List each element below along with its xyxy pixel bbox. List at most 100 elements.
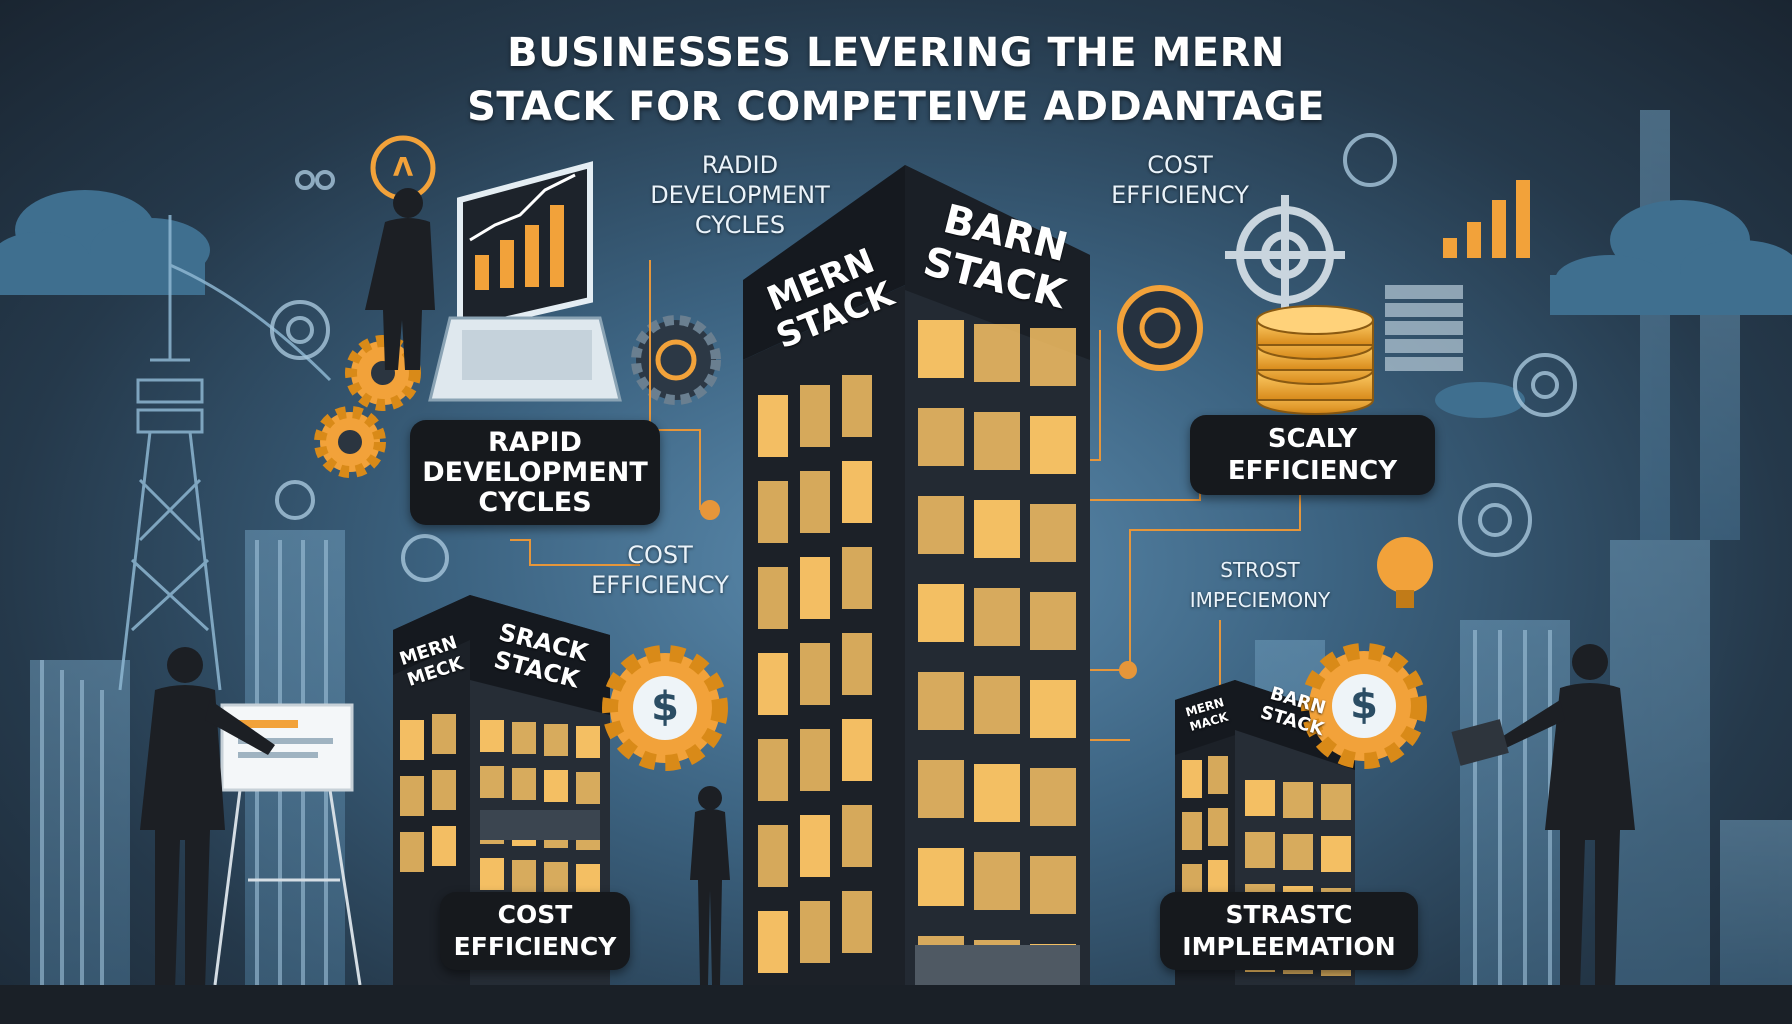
window-light — [1283, 782, 1313, 818]
businessman-left — [140, 647, 275, 990]
cloud-right — [1435, 200, 1792, 418]
window-light — [1030, 680, 1076, 738]
window-light — [1030, 856, 1076, 914]
window-light — [432, 770, 456, 810]
businessman-center — [690, 786, 730, 985]
window-light — [1245, 832, 1275, 868]
orange-coin-badge-icon — [1117, 285, 1203, 371]
window-light — [1030, 504, 1076, 562]
window-light — [1030, 592, 1076, 650]
window-light — [758, 911, 788, 973]
window-light — [576, 864, 600, 896]
window-light — [400, 832, 424, 872]
window-light — [512, 860, 536, 892]
bar-chart-icon-right — [1443, 180, 1530, 258]
label-strost-impeciemony: STROST IMPECIEMONY — [1189, 558, 1331, 612]
window-light — [974, 500, 1020, 558]
dollar-gear-icon-right — [1301, 643, 1427, 769]
window-light — [1030, 768, 1076, 826]
window-light — [400, 720, 424, 760]
window-light — [800, 729, 830, 791]
dollar-sign-right: $ — [1350, 682, 1378, 728]
window-light — [974, 852, 1020, 910]
window-light — [758, 739, 788, 801]
window-light — [576, 772, 600, 804]
pill-cost-efficiency: COST EFFICIENCY — [440, 892, 630, 970]
cloud-left — [0, 190, 210, 295]
window-light — [758, 395, 788, 457]
window-light — [480, 858, 504, 890]
window-light — [1182, 812, 1202, 850]
window-light — [918, 496, 964, 554]
businessman-top-left — [365, 188, 435, 370]
window-light — [842, 719, 872, 781]
window-light — [480, 766, 504, 798]
ground — [0, 985, 1792, 1024]
window-light — [918, 408, 964, 466]
window-light — [758, 653, 788, 715]
coin-stack-icon — [1256, 305, 1374, 415]
label-cost-efficiency-mid: COST EFFICIENCY — [591, 541, 729, 599]
window-light — [544, 724, 568, 756]
window-light — [842, 461, 872, 523]
gear-badge-icon-center — [631, 315, 721, 405]
window-light — [800, 385, 830, 447]
window-light — [576, 726, 600, 758]
laptop-chart-icon — [428, 161, 622, 402]
window-light — [1182, 760, 1202, 798]
window-light — [842, 375, 872, 437]
page-title-line-2: STACK FOR COMPETEIVE ADDANTAGE — [467, 84, 1325, 130]
window-light — [800, 643, 830, 705]
window-light — [758, 825, 788, 887]
page-title-line-1: BUSINESSES LEVERING THE MERN — [507, 30, 1285, 76]
gear-icon-lower — [314, 406, 386, 478]
window-light — [758, 481, 788, 543]
label-rapid-development-top: RADID DEVELOPMENT CYCLES — [650, 151, 830, 239]
lightbulb-icon — [1377, 537, 1433, 608]
window-light — [1321, 784, 1351, 820]
window-light — [918, 320, 964, 378]
window-light — [918, 584, 964, 642]
decorative-circle-icons — [270, 133, 1577, 582]
window-light — [480, 720, 504, 752]
target-icon — [1225, 195, 1345, 315]
window-light — [800, 901, 830, 963]
label-cost-efficiency-top: COST EFFICIENCY — [1111, 151, 1249, 209]
triangle-glyph: Λ — [392, 153, 414, 183]
window-light — [974, 588, 1020, 646]
window-light — [1208, 808, 1228, 846]
server-stack-icon — [1385, 285, 1463, 371]
window-light — [1030, 416, 1076, 474]
window-light — [918, 760, 964, 818]
window-light — [1030, 328, 1076, 386]
businessman-right — [1451, 644, 1635, 990]
window-light — [842, 805, 872, 867]
dollar-sign-left: $ — [651, 684, 679, 730]
window-light — [400, 776, 424, 816]
radio-tower — [118, 215, 332, 691]
window-light — [1283, 834, 1313, 870]
window-light — [544, 862, 568, 894]
window-light — [758, 567, 788, 629]
window-light — [974, 324, 1020, 382]
window-light — [1208, 860, 1228, 898]
window-light — [842, 547, 872, 609]
window-light — [800, 815, 830, 877]
mern-stack-tower — [743, 165, 1090, 1002]
window-light — [800, 557, 830, 619]
pill-rapid-development-cycles: RAPID DEVELOPMENT CYCLES — [410, 420, 660, 525]
window-light — [432, 826, 456, 866]
window-light — [974, 676, 1020, 734]
window-light — [974, 764, 1020, 822]
left-building — [393, 595, 610, 985]
window-light — [432, 714, 456, 754]
window-light — [918, 672, 964, 730]
window-light — [512, 722, 536, 754]
window-light — [1321, 836, 1351, 872]
window-light — [800, 471, 830, 533]
pill-strastc-impleemation: STRASTC IMPLEEMATION — [1160, 892, 1418, 970]
window-light — [1245, 780, 1275, 816]
pill-scaly-efficiency: SCALY EFFICIENCY — [1190, 415, 1435, 495]
